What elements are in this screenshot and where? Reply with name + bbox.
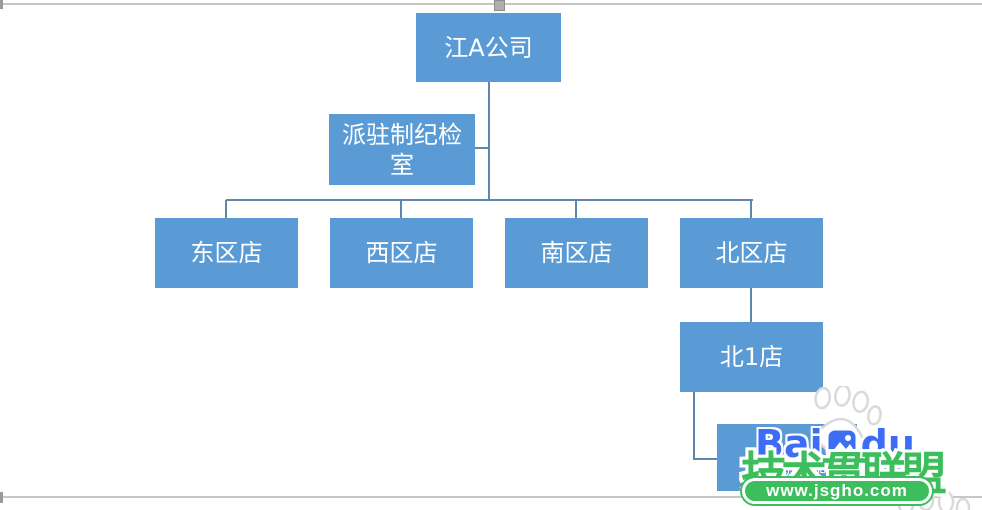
connector-stub-east [225,200,227,218]
canvas-bottom-border [0,496,982,498]
org-node-south-label: 南区店 [540,239,613,267]
canvas-left-bottom-tick [0,492,3,503]
baidu-logo-text-suffix: du [860,422,915,466]
connector-stub-west [400,200,402,218]
connector-assistant [474,147,489,149]
connector-north-drop [750,288,752,322]
connector-north1-elbow [693,458,718,460]
org-node-south[interactable]: 南区店 [505,218,648,288]
org-node-north1[interactable]: 北1店 [680,322,823,392]
canvas-top-border [0,3,982,5]
org-node-root-label: 江A公司 [444,33,533,62]
org-node-north-label: 北区店 [715,239,788,267]
canvas-left-top-tick [0,0,3,9]
baidu-jingyan-logo: Bai du [755,422,915,466]
org-node-assistant-label: 派驻制纪检室 [342,120,462,179]
connector-root-drop [488,82,490,200]
baidu-jingyan-url: jingyan.baidu.com [752,457,938,477]
baidu-jingyan-icon [825,427,859,461]
org-node-east[interactable]: 东区店 [155,218,298,288]
org-node-west[interactable]: 西区店 [330,218,473,288]
org-node-east-label: 东区店 [190,239,263,267]
org-node-root[interactable]: 江A公司 [416,13,561,82]
org-node-assistant[interactable]: 派驻制纪检室 [329,114,475,185]
org-node-west-label: 西区店 [365,239,438,267]
connector-bus [226,199,753,201]
baidu-logo-text-prefix: Bai [755,422,823,466]
org-node-north1-label: 北1店 [719,343,784,371]
org-node-north[interactable]: 北区店 [680,218,823,288]
watermark-site-url-pill: www.jsgho.com [740,476,934,506]
connector-stub-north [750,200,752,218]
connector-stub-south [575,200,577,218]
canvas-resize-handle[interactable] [494,0,505,11]
watermark-site-url: www.jsgho.com [766,481,908,500]
connector-north1-drop [693,392,695,460]
